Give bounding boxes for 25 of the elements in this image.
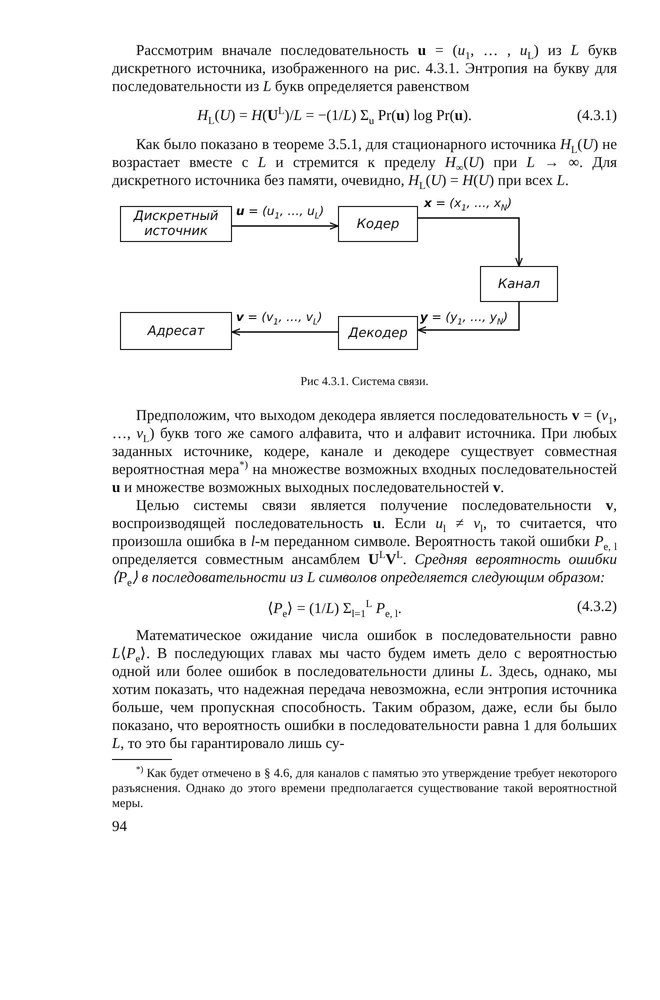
paragraph: Математическое ожидание числа ошибок в последовательности равно L⟨P$_{e}$⟩. В последующих главах мы часто будем иметь дело с вероятностью одной или более ошибок в последовательности длины L. Здесь, однако, мы хотим показать, что надежная передача невозможна, если энтропия источника больше, чем пропускная способность. Таким образом, даже, если бы было показано, что вероятность ошибки в последовательности равна 1 для больших L, то это бы гарантировало лишь су- bbox=[112, 627, 617, 753]
arrow bbox=[418, 217, 523, 267]
footnote: $^{*)}$ Как будет отмечено в § 4.6, для каналов с памятью это утверждение требует некоторого разъяснения. Однако до этого времени предполагается существование такой вероятностной меры. bbox=[112, 766, 617, 811]
equation-number: (4.3.1) bbox=[577, 108, 617, 125]
source-box: Дискретный источник bbox=[120, 206, 232, 242]
decoder-box: Декодер bbox=[338, 316, 418, 350]
figure-caption: Рис 4.3.1. Система связи. bbox=[299, 374, 430, 389]
paragraph: Предположим, что выходом декодера является последовательность v = (v$_{1}$, …, v$_{L}$) букв того же самого алфавита, что и алфавит источника. При любых заданных источнике, кодере, канале и декодере существует совместная вероятностная мера$^{*)}$ на множестве возможных входных последовательностей u и множестве возможных выходных последовательностей v. bbox=[112, 407, 617, 497]
paragraph: Рассмотрим вначале последовательность u = (u$_{1}$, … , u$_{L}$) из L букв дискретного источника, изображенного на рис. 4.3.1. Энтропия на букву для последовательности из L букв определяется равенством bbox=[112, 42, 617, 96]
arrow bbox=[232, 222, 339, 230]
formula: ⟨P$_{e}$⟩ = (1/L) Σ$_{l=1}$$^{L}$ P$_{e, l}$. bbox=[266, 599, 403, 618]
encoder-box: Кодер bbox=[338, 206, 418, 242]
edge-label: v = (v$_{1}$, …, v$_{L}$) bbox=[236, 310, 322, 324]
channel-box: Канал bbox=[480, 266, 558, 302]
edge-label: u = (u$_{1}$, …, u$_{L}$) bbox=[236, 204, 324, 218]
edge-label: y = (y$_{1}$, …, y$_{N}$) bbox=[420, 310, 508, 324]
page-number: 94 bbox=[112, 819, 128, 836]
destination-box: Адресат bbox=[120, 312, 232, 350]
equation-number: (4.3.2) bbox=[577, 599, 617, 616]
formula: H$_{L}$(U) = H(U$^{L}$)/L = −(1/L) Σ$_{u}$ Pr(u) log Pr(u). bbox=[196, 108, 473, 125]
arrow bbox=[417, 302, 520, 334]
arrow bbox=[231, 328, 338, 336]
paragraph: Как было показано в теореме 3.5.1, для стационарного источника H$_{L}$(U) не возрастает вместе с L и стремится к пределу H$_{∞}$(U) при L → ∞. Для дискретного источника без памяти, очевидно, H$_{L}$(U) = H(U) при всех L. bbox=[112, 136, 617, 190]
paragraph: Целью системы связи является получение последовательности v, воспроизводящей последовательность u. Если u$_{l}$ ≠ v$_{l}$, то считается, что произошла ошибка в l-м переданном символе. Вероятность такой ошибки P$_{e, l}$ определяется совместным ансамблем U$^{L}$V$^{L}$. Средняя вероятность ошибки ⟨P$_{e}$⟩ в последовательности из L символов определяется следующим образом: bbox=[112, 497, 617, 587]
edge-label: x = (x$_{1}$, …, x$_{N}$) bbox=[424, 196, 512, 210]
